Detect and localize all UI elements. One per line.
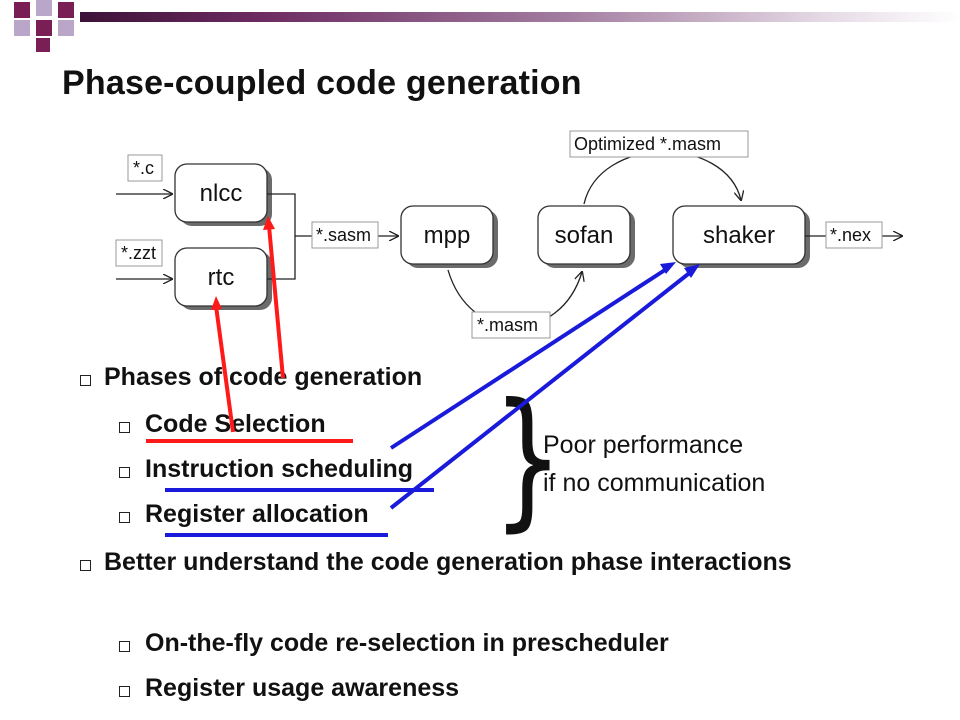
node-rtc-label: rtc <box>208 264 235 291</box>
blue-arrow-scheduling <box>389 266 670 450</box>
bullet-register-allocation: Register allocation <box>145 500 369 528</box>
curly-brace: } <box>492 372 564 546</box>
node-sofan <box>537 205 631 265</box>
bullet-phases: Phases of code generation <box>104 363 423 391</box>
edge-label-optimized-masm: Optimized *.masm <box>574 134 721 154</box>
bullet-square-icon <box>119 512 130 523</box>
node-nlcc <box>174 163 268 223</box>
blue-arrowhead <box>660 262 676 274</box>
red-arrow-to-rtc <box>214 305 235 433</box>
bullet-square-icon <box>119 467 130 478</box>
decor-square <box>58 20 74 36</box>
edge-label-box <box>115 239 163 267</box>
edge-label-box <box>825 221 883 249</box>
red-arrowhead <box>263 216 275 230</box>
blue-arrowhead <box>684 264 700 278</box>
bullet-square-icon <box>119 686 130 697</box>
red-arrow-to-nlcc <box>267 225 285 379</box>
bullet-better-understand: Better understand the code generation ph… <box>104 548 792 576</box>
decor-square <box>14 2 30 18</box>
edge-label-zzt: *.zzt <box>121 243 156 263</box>
note-line-1: Poor performance <box>543 431 744 459</box>
header-gradient-bar <box>80 12 960 22</box>
edge-label-c: *.c <box>133 158 154 178</box>
red-arrowhead <box>211 296 222 310</box>
node-shaker-label: shaker <box>703 222 775 249</box>
edge-label-masm: *.masm <box>477 315 538 335</box>
bullet-square-icon <box>80 375 91 386</box>
decor-square <box>36 38 50 52</box>
slide-title: Phase-coupled code generation <box>62 64 582 102</box>
edge-label-nex: *.nex <box>830 225 871 245</box>
node-nlcc-label: nlcc <box>200 180 243 207</box>
note-line-2: if no communication <box>543 469 766 497</box>
bullet-on-the-fly: On-the-fly code re-selection in presched… <box>145 629 669 657</box>
blue-arrow-allocation <box>389 269 694 510</box>
edge-label-box <box>311 221 379 249</box>
edge-label-box <box>569 130 749 158</box>
bullet-code-selection: Code Selection <box>145 410 326 438</box>
node-rtc <box>174 247 268 307</box>
bullet-square-icon <box>119 641 130 652</box>
decor-square <box>36 20 52 36</box>
node-shaker <box>672 205 806 265</box>
edge-label-box <box>127 154 163 182</box>
decor-square <box>58 2 74 18</box>
decor-square <box>14 20 30 36</box>
bullet-register-usage: Register usage awareness <box>145 674 460 702</box>
node-mpp <box>400 205 494 265</box>
edge-label-box <box>471 311 551 339</box>
node-mpp-label: mpp <box>424 222 471 249</box>
edge-label-sasm: *.sasm <box>316 225 371 245</box>
decor-square <box>36 0 52 16</box>
node-sofan-label: sofan <box>555 222 614 249</box>
bullet-square-icon <box>80 560 91 571</box>
bullet-square-icon <box>119 422 130 433</box>
bullet-instruction-scheduling: Instruction scheduling <box>145 455 414 483</box>
